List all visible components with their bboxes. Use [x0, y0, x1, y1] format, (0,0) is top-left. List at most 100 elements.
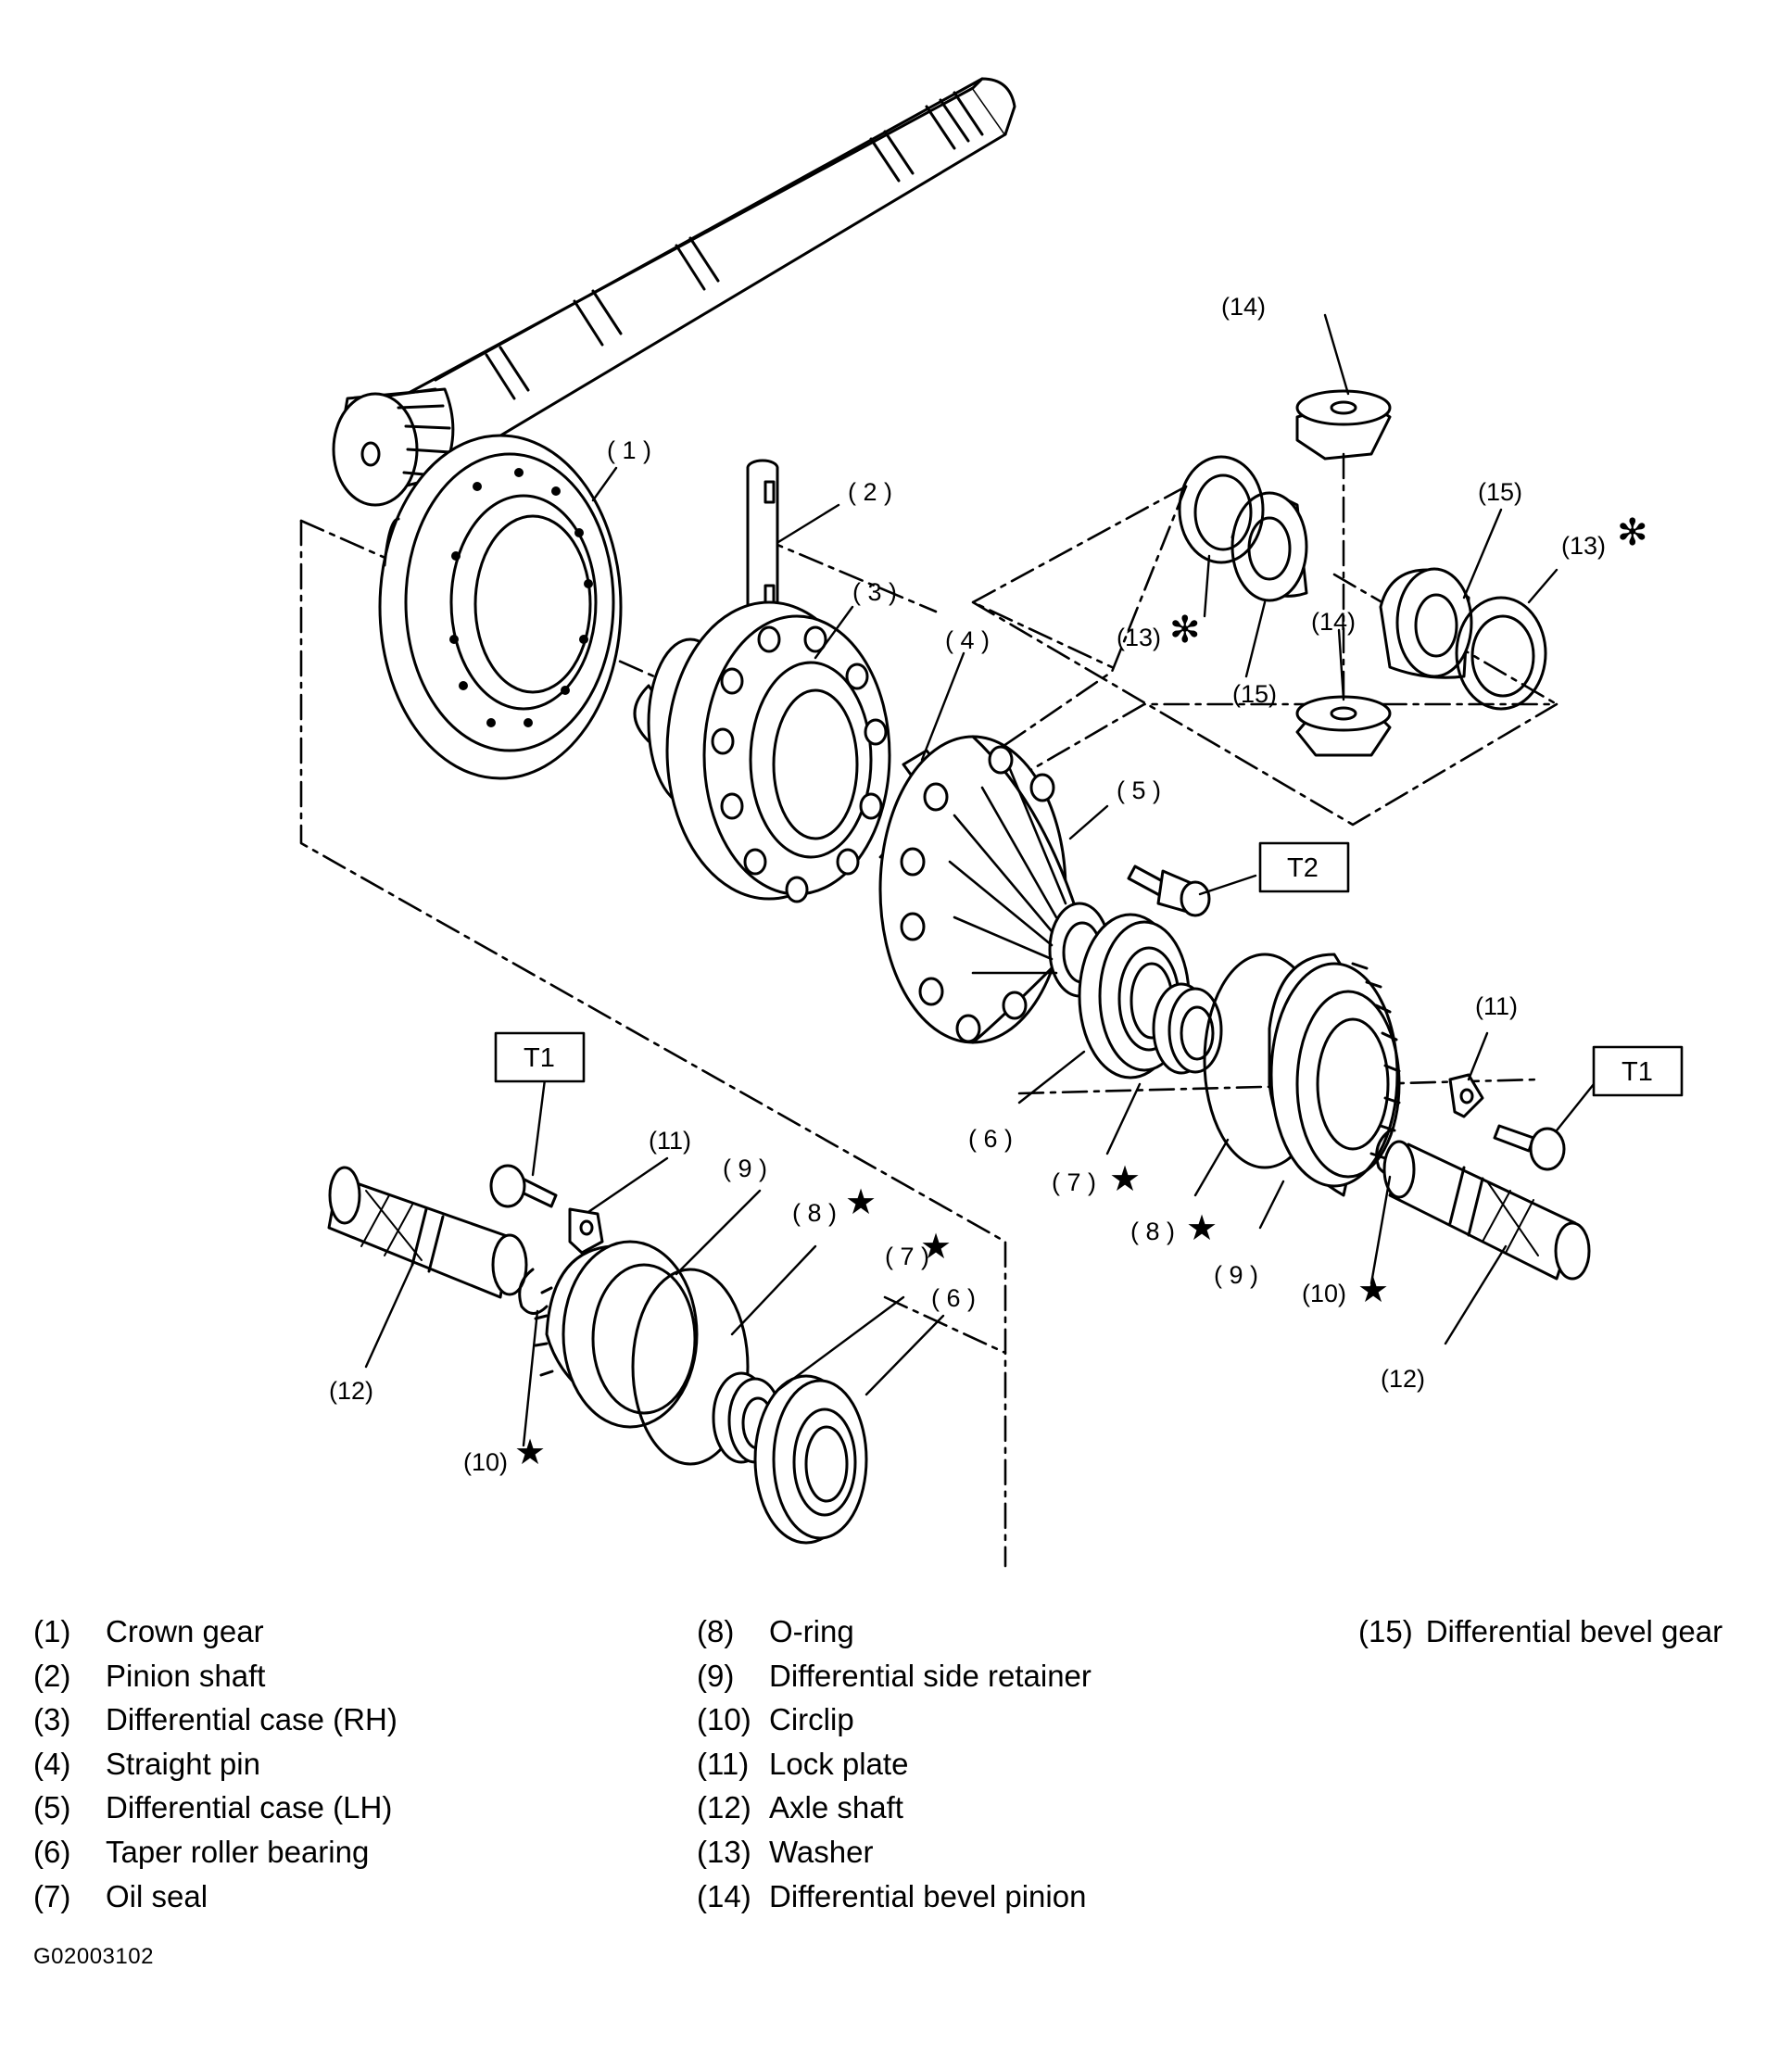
bolt-t2: [1127, 865, 1211, 917]
pinion-shaft-part: [746, 459, 779, 623]
legend-part-name: Pinion shaft: [106, 1658, 266, 1693]
legend-number: (13): [697, 1834, 751, 1869]
star-icon: ★: [1109, 1160, 1141, 1199]
callout-8-right: ( 8 ): [1130, 1218, 1175, 1245]
taper-roller-bearing-left: [753, 1374, 868, 1545]
legend-item: (9) Differential side retainer: [697, 1659, 1092, 1703]
t2-box: [1258, 841, 1350, 893]
callout-14-bottom: (14): [1311, 608, 1356, 636]
legend-number: (10): [697, 1702, 751, 1737]
callout-5: ( 5 ): [1117, 776, 1161, 804]
callout-8-left: ( 8 ): [792, 1199, 837, 1227]
legend-item: (7) Oil seal: [33, 1879, 398, 1924]
legend-part-name: Axle shaft: [769, 1790, 903, 1825]
callout-13-right: (13): [1561, 532, 1606, 560]
callout-9-left: ( 9 ): [723, 1155, 767, 1182]
lock-plate-right: [1448, 1073, 1484, 1118]
legend-item: (5) Differential case (LH): [33, 1790, 398, 1835]
legend-number: (6): [33, 1834, 71, 1869]
callout-15-left: (15): [1232, 680, 1277, 708]
washer-left: [1178, 455, 1265, 564]
legend-number: (9): [697, 1658, 735, 1693]
leader-lines: [364, 313, 1596, 1447]
legend-part-name: Taper roller bearing: [106, 1834, 370, 1869]
legend-item: (8) O-ring: [697, 1614, 1092, 1659]
bolt-t1-left: [489, 1164, 558, 1208]
callout-4: ( 4 ): [945, 626, 990, 654]
callout-labels: ( 1 ) ( 2 ) ( 3 ) ( 4 ) ( 5 ) ( 6 ) ( 6 …: [329, 293, 1606, 1476]
legend-part-name: Circlip: [769, 1702, 854, 1737]
side-retainer-right: [1268, 953, 1401, 1197]
torque-label-t1-right: T1: [1622, 1057, 1653, 1087]
side-retainer-left: [534, 1240, 699, 1429]
legend-part-name: Differential side retainer: [769, 1658, 1092, 1693]
callout-13-left: (13): [1117, 624, 1161, 651]
washer-right: [1455, 596, 1547, 711]
callout-10-right: (10): [1302, 1280, 1346, 1307]
callout-3: ( 3 ): [852, 578, 897, 606]
star-icon: ★: [1357, 1271, 1389, 1310]
legend-part-name: Differential case (RH): [106, 1702, 398, 1737]
legend-item: (14) Differential bevel pinion: [697, 1879, 1092, 1924]
figure-code: G02003102: [33, 1944, 154, 1969]
legend-item: (13)Washer: [697, 1835, 1092, 1879]
callout-11-right: (11): [1475, 992, 1518, 1020]
circlip-left: [518, 1268, 549, 1315]
legend-part-name: Differential bevel gear: [1425, 1614, 1723, 1648]
legend-item: (2) Pinion shaft: [33, 1659, 398, 1703]
exploded-differential-diagram: ( 1 ) ( 2 ) ( 3 ) ( 4 ) ( 5 ) ( 6 ) ( 6 …: [299, 77, 1684, 1568]
legend-number: (2): [33, 1658, 71, 1693]
legend-part-name: Straight pin: [106, 1746, 260, 1781]
star-icon: ★: [845, 1183, 877, 1222]
o-ring-left: [631, 1268, 750, 1466]
callout-12-left: (12): [329, 1377, 373, 1405]
lock-plate-left: [568, 1207, 604, 1255]
legend-number: (5): [33, 1790, 71, 1825]
t1-box-left: [494, 1031, 586, 1083]
t1-box-right: [1592, 1045, 1684, 1097]
legend-number: (8): [697, 1614, 735, 1648]
legend-column-1: (1)Crown gear (2)Pinion shaft (3)Differe…: [33, 1614, 398, 1923]
legend-column-2: (8)O-ring (9)Differential side retainer …: [697, 1614, 1092, 1923]
drive-pinion-shaft: [332, 77, 1016, 507]
oil-seal-right: [1152, 982, 1223, 1075]
star-icon: ★: [920, 1228, 952, 1267]
axle-shaft-left: [327, 1166, 528, 1299]
torque-labels: T2 T1 T1: [524, 853, 1653, 1087]
torque-label-t2: T2: [1287, 853, 1319, 883]
legend-number: (7): [33, 1878, 71, 1913]
legend-item: (6) Taper roller bearing: [33, 1835, 398, 1879]
callout-1: ( 1 ): [607, 436, 651, 464]
asterisk-icon: ✻: [1617, 512, 1648, 553]
symbol-marks: ★ ★ ★ ★ ★ ★ ✻ ✻: [514, 512, 1648, 1472]
legend-part-name: Crown gear: [106, 1614, 264, 1648]
bevel-gear-right: [1379, 567, 1473, 679]
legend-number: (11): [697, 1746, 750, 1781]
torque-label-t1-left: T1: [524, 1043, 555, 1073]
callout-10-left: (10): [463, 1448, 508, 1476]
callout-12-right: (12): [1381, 1365, 1425, 1393]
differential-case-lh: [878, 735, 1111, 1044]
torque-boxes: [494, 841, 1684, 1097]
legend-number: (4): [33, 1746, 71, 1781]
callout-6-left: ( 6 ): [931, 1284, 976, 1312]
legend-part-name: Differential bevel pinion: [769, 1878, 1087, 1913]
bolt-t1-right: [1493, 1124, 1566, 1171]
legend-item: (4) Straight pin: [33, 1747, 398, 1791]
legend-number: (12): [697, 1790, 751, 1825]
crown-gear: [378, 434, 623, 780]
legend-number: (14): [697, 1878, 751, 1913]
legend-part-name: O-ring: [769, 1614, 854, 1648]
legend-part-name: Oil seal: [106, 1878, 208, 1913]
callout-2: ( 2 ): [848, 478, 892, 506]
callout-6-right: ( 6 ): [968, 1125, 1013, 1153]
legend-number: (15): [1358, 1614, 1413, 1648]
legend-number: (1): [33, 1614, 71, 1648]
legend-part-name: Differential case (LH): [106, 1790, 393, 1825]
legend-part-name: Lock plate: [769, 1746, 909, 1781]
callout-11-left: (11): [649, 1127, 691, 1155]
axle-shaft-right: [1382, 1140, 1591, 1281]
bevel-pinion-bottom: [1295, 695, 1392, 757]
bevel-pinion-top: [1295, 389, 1392, 461]
legend-item: (10) Circlip: [697, 1702, 1092, 1747]
